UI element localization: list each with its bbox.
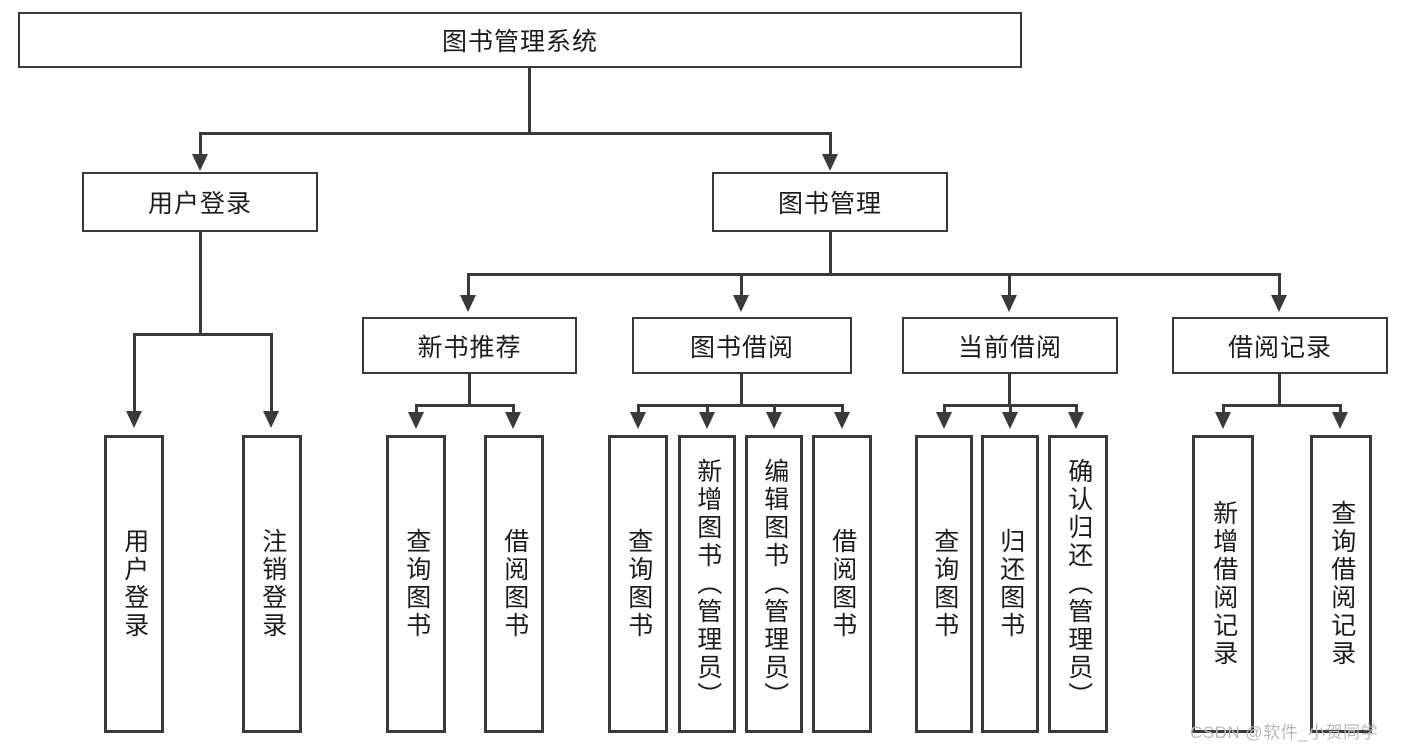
node-new-book-recommend-label: 新书推荐	[417, 333, 522, 362]
connector-book-mgmt-bus	[467, 273, 1280, 276]
leaf-add-borrow-record-label: 新增借阅记录	[1209, 500, 1238, 668]
node-user-login-label: 用户登录	[147, 190, 252, 218]
connector-borrow-to-leaf-1	[637, 404, 640, 414]
leaf-borrow-books[interactable]: 借阅图书	[812, 435, 872, 733]
arrowhead-book-mgmt-to-borrow	[733, 295, 749, 312]
arrowhead-user-login-to-leaf-1	[126, 411, 142, 428]
leaf-edit-book-admin[interactable]: 编辑图书（管理员）	[745, 435, 803, 733]
leaf-add-book-admin[interactable]: 新增图书（管理员）	[678, 435, 736, 733]
connector-root-stem	[528, 68, 531, 134]
leaf-query-books-current-label: 查询图书	[930, 528, 959, 640]
leaf-confirm-return-admin-label: 确认归还（管理员）	[1064, 458, 1093, 710]
connector-root-to-book-mgmt	[829, 132, 832, 156]
leaf-query-books-new[interactable]: 查询图书	[386, 435, 446, 733]
leaf-borrow-books-new[interactable]: 借阅图书	[484, 435, 544, 733]
connector-root-bus	[199, 132, 831, 135]
arrowhead-current-to-leaf-1	[936, 412, 952, 429]
leaf-borrow-books-label: 借阅图书	[828, 528, 857, 640]
leaf-borrow-books-new-label: 借阅图书	[500, 528, 529, 640]
node-book-borrow-label: 图书借阅	[689, 333, 794, 362]
connector-user-login-to-leaf-1	[133, 333, 136, 413]
leaf-query-books-borrow[interactable]: 查询图书	[608, 435, 668, 733]
node-current-borrow[interactable]: 当前借阅	[902, 317, 1118, 374]
arrowhead-new-books-to-leaf-1	[408, 412, 424, 429]
connector-root-to-user-login	[199, 132, 202, 156]
connector-current-to-leaf-1	[943, 404, 946, 414]
arrowhead-book-mgmt-to-current	[1001, 295, 1017, 312]
connector-current-stem	[1008, 374, 1011, 406]
connector-borrow-stem	[740, 374, 743, 406]
leaf-logout-label: 注销登录	[258, 528, 287, 640]
leaf-query-books-new-label: 查询图书	[402, 528, 431, 640]
connector-records-to-leaf-2	[1339, 404, 1342, 414]
arrowhead-borrow-to-leaf-2	[699, 412, 715, 429]
connector-current-to-leaf-2	[1009, 404, 1012, 414]
arrowhead-borrow-to-leaf-3	[766, 412, 782, 429]
node-current-borrow-label: 当前借阅	[957, 333, 1062, 362]
connector-new-books-to-leaf-2	[512, 404, 515, 414]
connector-new-books-to-leaf-1	[415, 404, 418, 414]
leaf-user-login[interactable]: 用户登录	[104, 435, 164, 733]
connector-new-books-stem	[468, 374, 471, 406]
arrowhead-records-to-leaf-1	[1215, 412, 1231, 429]
arrowhead-current-to-leaf-3	[1068, 412, 1084, 429]
connector-records-to-leaf-1	[1222, 404, 1225, 414]
connector-user-login-to-leaf-2	[270, 333, 273, 413]
connector-records-stem	[1278, 374, 1281, 406]
leaf-add-book-admin-label: 新增图书（管理员）	[693, 458, 722, 710]
node-book-management[interactable]: 图书管理	[712, 172, 948, 232]
node-root-system-label: 图书管理系统	[441, 28, 598, 56]
connector-book-mgmt-to-borrow	[740, 273, 743, 297]
leaf-query-borrow-record[interactable]: 查询借阅记录	[1310, 435, 1372, 733]
arrowhead-book-mgmt-to-records	[1271, 295, 1287, 312]
connector-borrow-to-leaf-4	[841, 404, 844, 414]
leaf-add-borrow-record[interactable]: 新增借阅记录	[1192, 435, 1254, 733]
node-book-management-label: 图书管理	[777, 190, 882, 218]
arrowhead-records-to-leaf-2	[1332, 412, 1348, 429]
connector-user-login-bus	[133, 333, 272, 336]
leaf-query-books-current[interactable]: 查询图书	[915, 435, 973, 733]
arrowhead-book-mgmt-to-new-books	[460, 295, 476, 312]
leaf-edit-book-admin-label: 编辑图书（管理员）	[760, 458, 789, 710]
leaf-logout[interactable]: 注销登录	[242, 435, 302, 733]
connector-user-login-stem	[199, 232, 202, 335]
node-root-system[interactable]: 图书管理系统	[18, 12, 1022, 68]
node-borrow-records[interactable]: 借阅记录	[1172, 317, 1388, 374]
node-book-borrow[interactable]: 图书借阅	[632, 317, 852, 374]
connector-new-books-bus	[415, 404, 514, 407]
connector-records-bus	[1222, 404, 1341, 407]
connector-borrow-bus	[637, 404, 843, 407]
leaf-return-books[interactable]: 归还图书	[981, 435, 1039, 733]
leaf-confirm-return-admin[interactable]: 确认归还（管理员）	[1048, 435, 1108, 733]
connector-borrow-to-leaf-2	[706, 404, 709, 414]
connector-book-mgmt-to-new-books	[467, 273, 470, 297]
leaf-query-borrow-record-label: 查询借阅记录	[1327, 500, 1356, 668]
connector-borrow-to-leaf-3	[773, 404, 776, 414]
leaf-user-login-label: 用户登录	[120, 528, 149, 640]
arrowhead-borrow-to-leaf-1	[630, 412, 646, 429]
connector-book-mgmt-to-current	[1008, 273, 1011, 297]
arrowhead-borrow-to-leaf-4	[834, 412, 850, 429]
node-user-login[interactable]: 用户登录	[82, 172, 318, 232]
arrowhead-new-books-to-leaf-2	[505, 412, 521, 429]
csdn-watermark: CSDN @软件_小贺同学	[1190, 723, 1379, 742]
node-new-book-recommend[interactable]: 新书推荐	[362, 317, 577, 374]
arrowhead-user-login-to-leaf-2	[263, 411, 279, 428]
connector-current-to-leaf-3	[1075, 404, 1078, 414]
arrowhead-root-to-user-login	[192, 154, 208, 171]
arrowhead-current-to-leaf-2	[1002, 412, 1018, 429]
leaf-return-books-label: 归还图书	[996, 528, 1025, 640]
node-borrow-records-label: 借阅记录	[1227, 333, 1332, 362]
connector-book-mgmt-to-records	[1278, 273, 1281, 297]
connector-book-mgmt-stem	[829, 232, 832, 275]
arrowhead-root-to-book-mgmt	[822, 154, 838, 171]
leaf-query-books-borrow-label: 查询图书	[624, 528, 653, 640]
